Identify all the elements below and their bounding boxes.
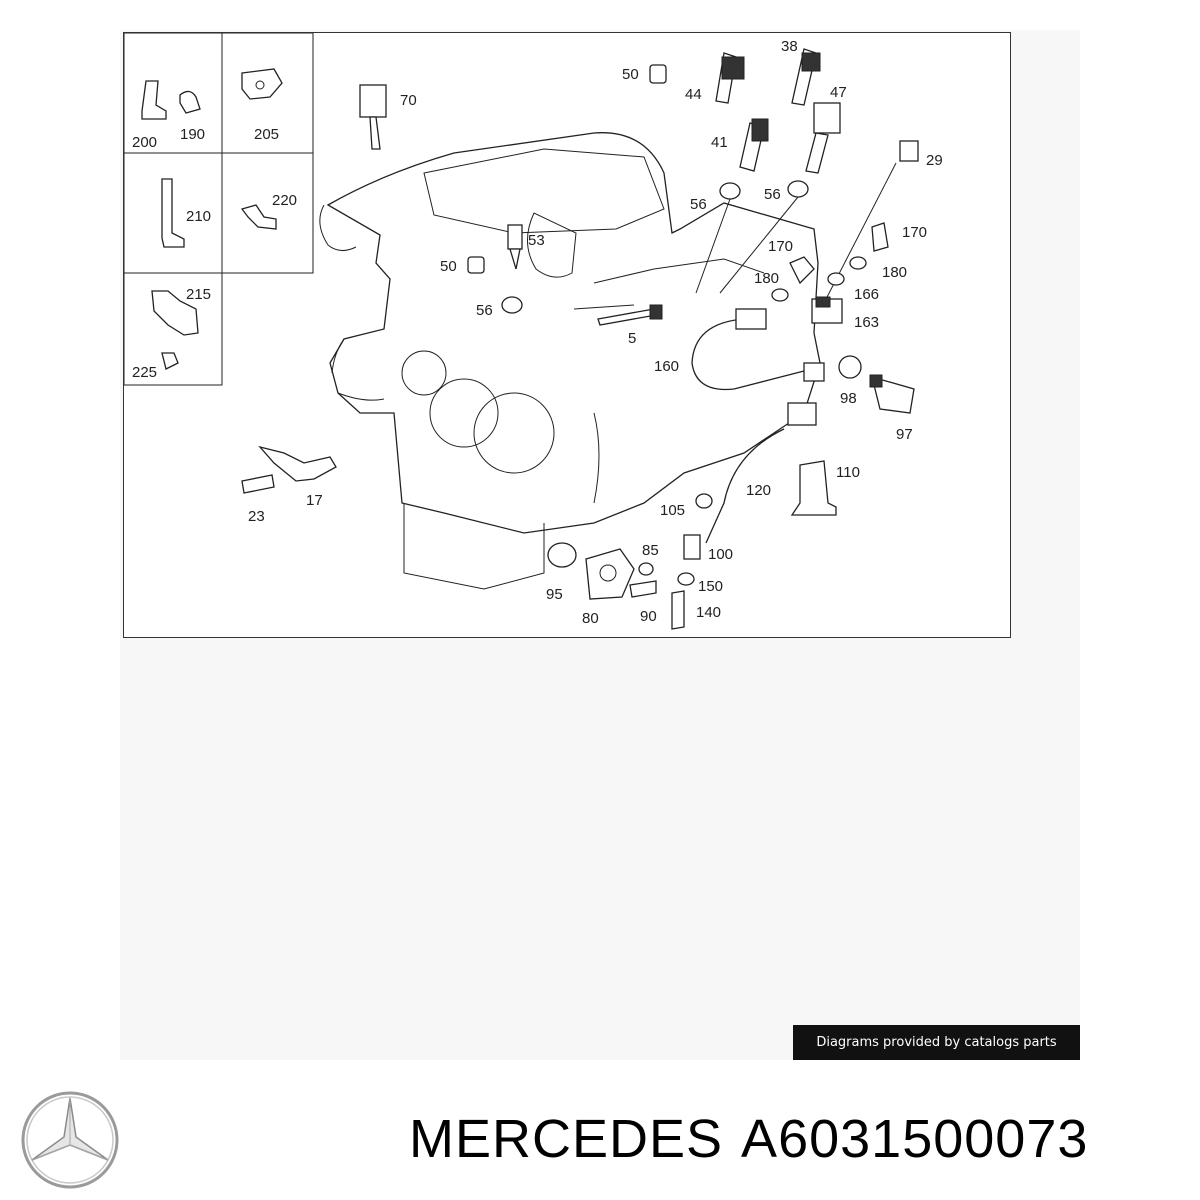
brand-name: MERCEDES	[409, 1109, 724, 1169]
callout-50-mid: 50	[440, 258, 457, 275]
callout-190: 190	[180, 126, 205, 143]
callout-160: 160	[654, 358, 679, 375]
mercedes-star-icon	[20, 1090, 120, 1190]
callout-110: 110	[836, 464, 860, 481]
callout-70: 70	[400, 92, 417, 109]
bracket-17	[258, 445, 337, 482]
washer-150	[677, 572, 695, 586]
callout-215: 215	[186, 286, 211, 303]
callout-225: 225	[132, 364, 157, 381]
callout-200: 200	[132, 134, 157, 151]
callout-166: 166	[854, 286, 879, 303]
callout-85: 85	[642, 542, 659, 559]
harness-160	[691, 308, 825, 391]
callout-5: 5	[628, 330, 636, 347]
callout-29: 29	[926, 152, 943, 169]
callout-labels: 200 190 205 210 220 215 225 70 50 44 38 …	[132, 38, 943, 627]
callout-105: 105	[660, 502, 685, 519]
callout-56-right: 56	[764, 186, 781, 203]
washer-56-pair	[695, 180, 809, 294]
callout-41: 41	[711, 134, 728, 151]
glow-plug-5	[597, 304, 663, 326]
washer-105	[695, 493, 713, 509]
footer-title: MERCEDES A6031500073	[409, 1108, 1088, 1170]
bolt-140	[671, 590, 685, 630]
callout-23: 23	[248, 508, 265, 525]
sensor-97	[869, 374, 915, 414]
ring-95	[547, 542, 577, 568]
callout-170-left: 170	[768, 238, 793, 255]
callout-180-right: 180	[882, 264, 907, 281]
bracket-215	[151, 290, 199, 370]
bolt-90	[629, 580, 657, 598]
callout-163: 163	[854, 314, 879, 331]
callout-180-left: 180	[754, 270, 779, 287]
callout-150: 150	[698, 578, 723, 595]
plug-50-top	[649, 64, 667, 84]
bolt-23	[241, 474, 275, 494]
bolt-170-right	[871, 222, 889, 252]
sensor-163	[811, 296, 843, 324]
sensor-53	[507, 224, 523, 270]
callout-97: 97	[896, 426, 913, 443]
harness-120	[705, 402, 817, 544]
bracket-220	[240, 204, 277, 230]
callout-205: 205	[254, 126, 279, 143]
callout-140: 140	[696, 604, 721, 621]
washer-180-pair	[771, 256, 867, 302]
sensor-100	[683, 534, 701, 560]
washer-56-mid	[501, 296, 523, 314]
callout-38: 38	[781, 38, 798, 55]
callout-56-left: 56	[690, 196, 707, 213]
callout-220: 220	[272, 192, 297, 209]
clip-190	[179, 90, 201, 114]
washer-98	[838, 355, 862, 379]
sensor-47	[805, 102, 841, 174]
inset-grid	[124, 33, 314, 386]
callout-17: 17	[306, 492, 323, 509]
sensor-70	[359, 84, 387, 150]
callout-56-mid: 56	[476, 302, 493, 319]
engine-exploded-view: 200 190 205 210 220 215 225 70 50 44 38 …	[124, 33, 943, 630]
callout-98: 98	[840, 390, 857, 407]
callout-210: 210	[186, 208, 211, 225]
engine-block	[319, 132, 821, 590]
callout-95: 95	[546, 586, 563, 603]
callout-47: 47	[830, 84, 847, 101]
sensor-44	[715, 52, 745, 104]
bracket-200	[141, 80, 167, 120]
bracket-205	[241, 68, 283, 100]
callout-50-top: 50	[622, 66, 639, 83]
bracket-110	[790, 460, 837, 516]
bolt-170-left	[789, 256, 815, 285]
callout-53: 53	[528, 232, 545, 249]
callout-100: 100	[708, 546, 733, 563]
sensor-41	[739, 118, 769, 172]
callout-120: 120	[746, 482, 771, 499]
part-number: A6031500073	[741, 1109, 1089, 1169]
callout-170-right: 170	[902, 224, 927, 241]
callout-44: 44	[685, 86, 702, 103]
callout-90: 90	[640, 608, 657, 625]
diagram-credit: Diagrams provided by catalogs parts	[793, 1025, 1080, 1060]
callout-80: 80	[582, 610, 599, 627]
washer-85	[638, 562, 654, 576]
plug-50-mid	[467, 256, 485, 274]
housing-80	[585, 548, 635, 600]
parts-diagram: 200 190 205 210 220 215 225 70 50 44 38 …	[123, 32, 1011, 638]
bracket-210	[161, 178, 185, 248]
sensor-38	[791, 48, 821, 106]
